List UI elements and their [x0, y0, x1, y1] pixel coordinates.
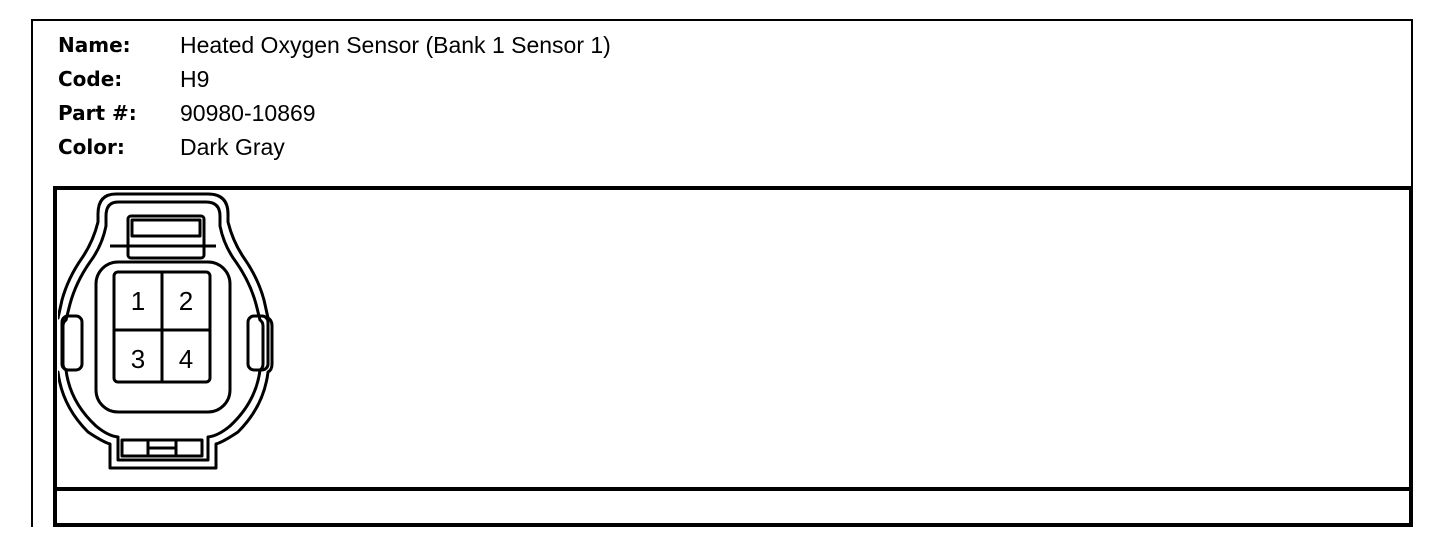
connector-housing-outer — [58, 192, 274, 470]
connector-info: Name: Heated Oxygen Sensor (Bank 1 Senso… — [58, 28, 611, 164]
name-row: Name: Heated Oxygen Sensor (Bank 1 Senso… — [58, 28, 611, 62]
bottom-key-outer — [120, 438, 204, 458]
code-label: Code: — [58, 67, 123, 91]
name-value: Heated Oxygen Sensor (Bank 1 Sensor 1) — [180, 31, 611, 58]
connector-housing-inner — [61, 200, 265, 462]
connector-face-diagram: 1 2 3 4 — [58, 192, 274, 470]
connector-face — [94, 260, 232, 414]
left-side-tab — [60, 314, 84, 372]
connector-panel — [53, 186, 1413, 527]
name-label: Name: — [58, 33, 131, 57]
panel-divider — [53, 487, 1413, 491]
part-row: Part #: 90980-10869 — [58, 96, 611, 130]
color-label: Color: — [58, 135, 125, 159]
pin-3-label: 3 — [131, 344, 145, 374]
part-value: 90980-10869 — [180, 99, 316, 126]
connector-latch-inner — [130, 218, 202, 238]
part-label: Part #: — [58, 101, 137, 125]
code-row: Code: H9 — [58, 62, 611, 96]
right-side-tab — [246, 314, 270, 372]
code-value: H9 — [180, 65, 210, 92]
pin-2-label: 2 — [179, 286, 193, 316]
color-value: Dark Gray — [180, 133, 285, 160]
color-row: Color: Dark Gray — [58, 130, 611, 164]
pin-1-label: 1 — [131, 286, 145, 316]
pin-4-label: 4 — [179, 344, 193, 374]
connector-latch-outer — [126, 214, 206, 260]
